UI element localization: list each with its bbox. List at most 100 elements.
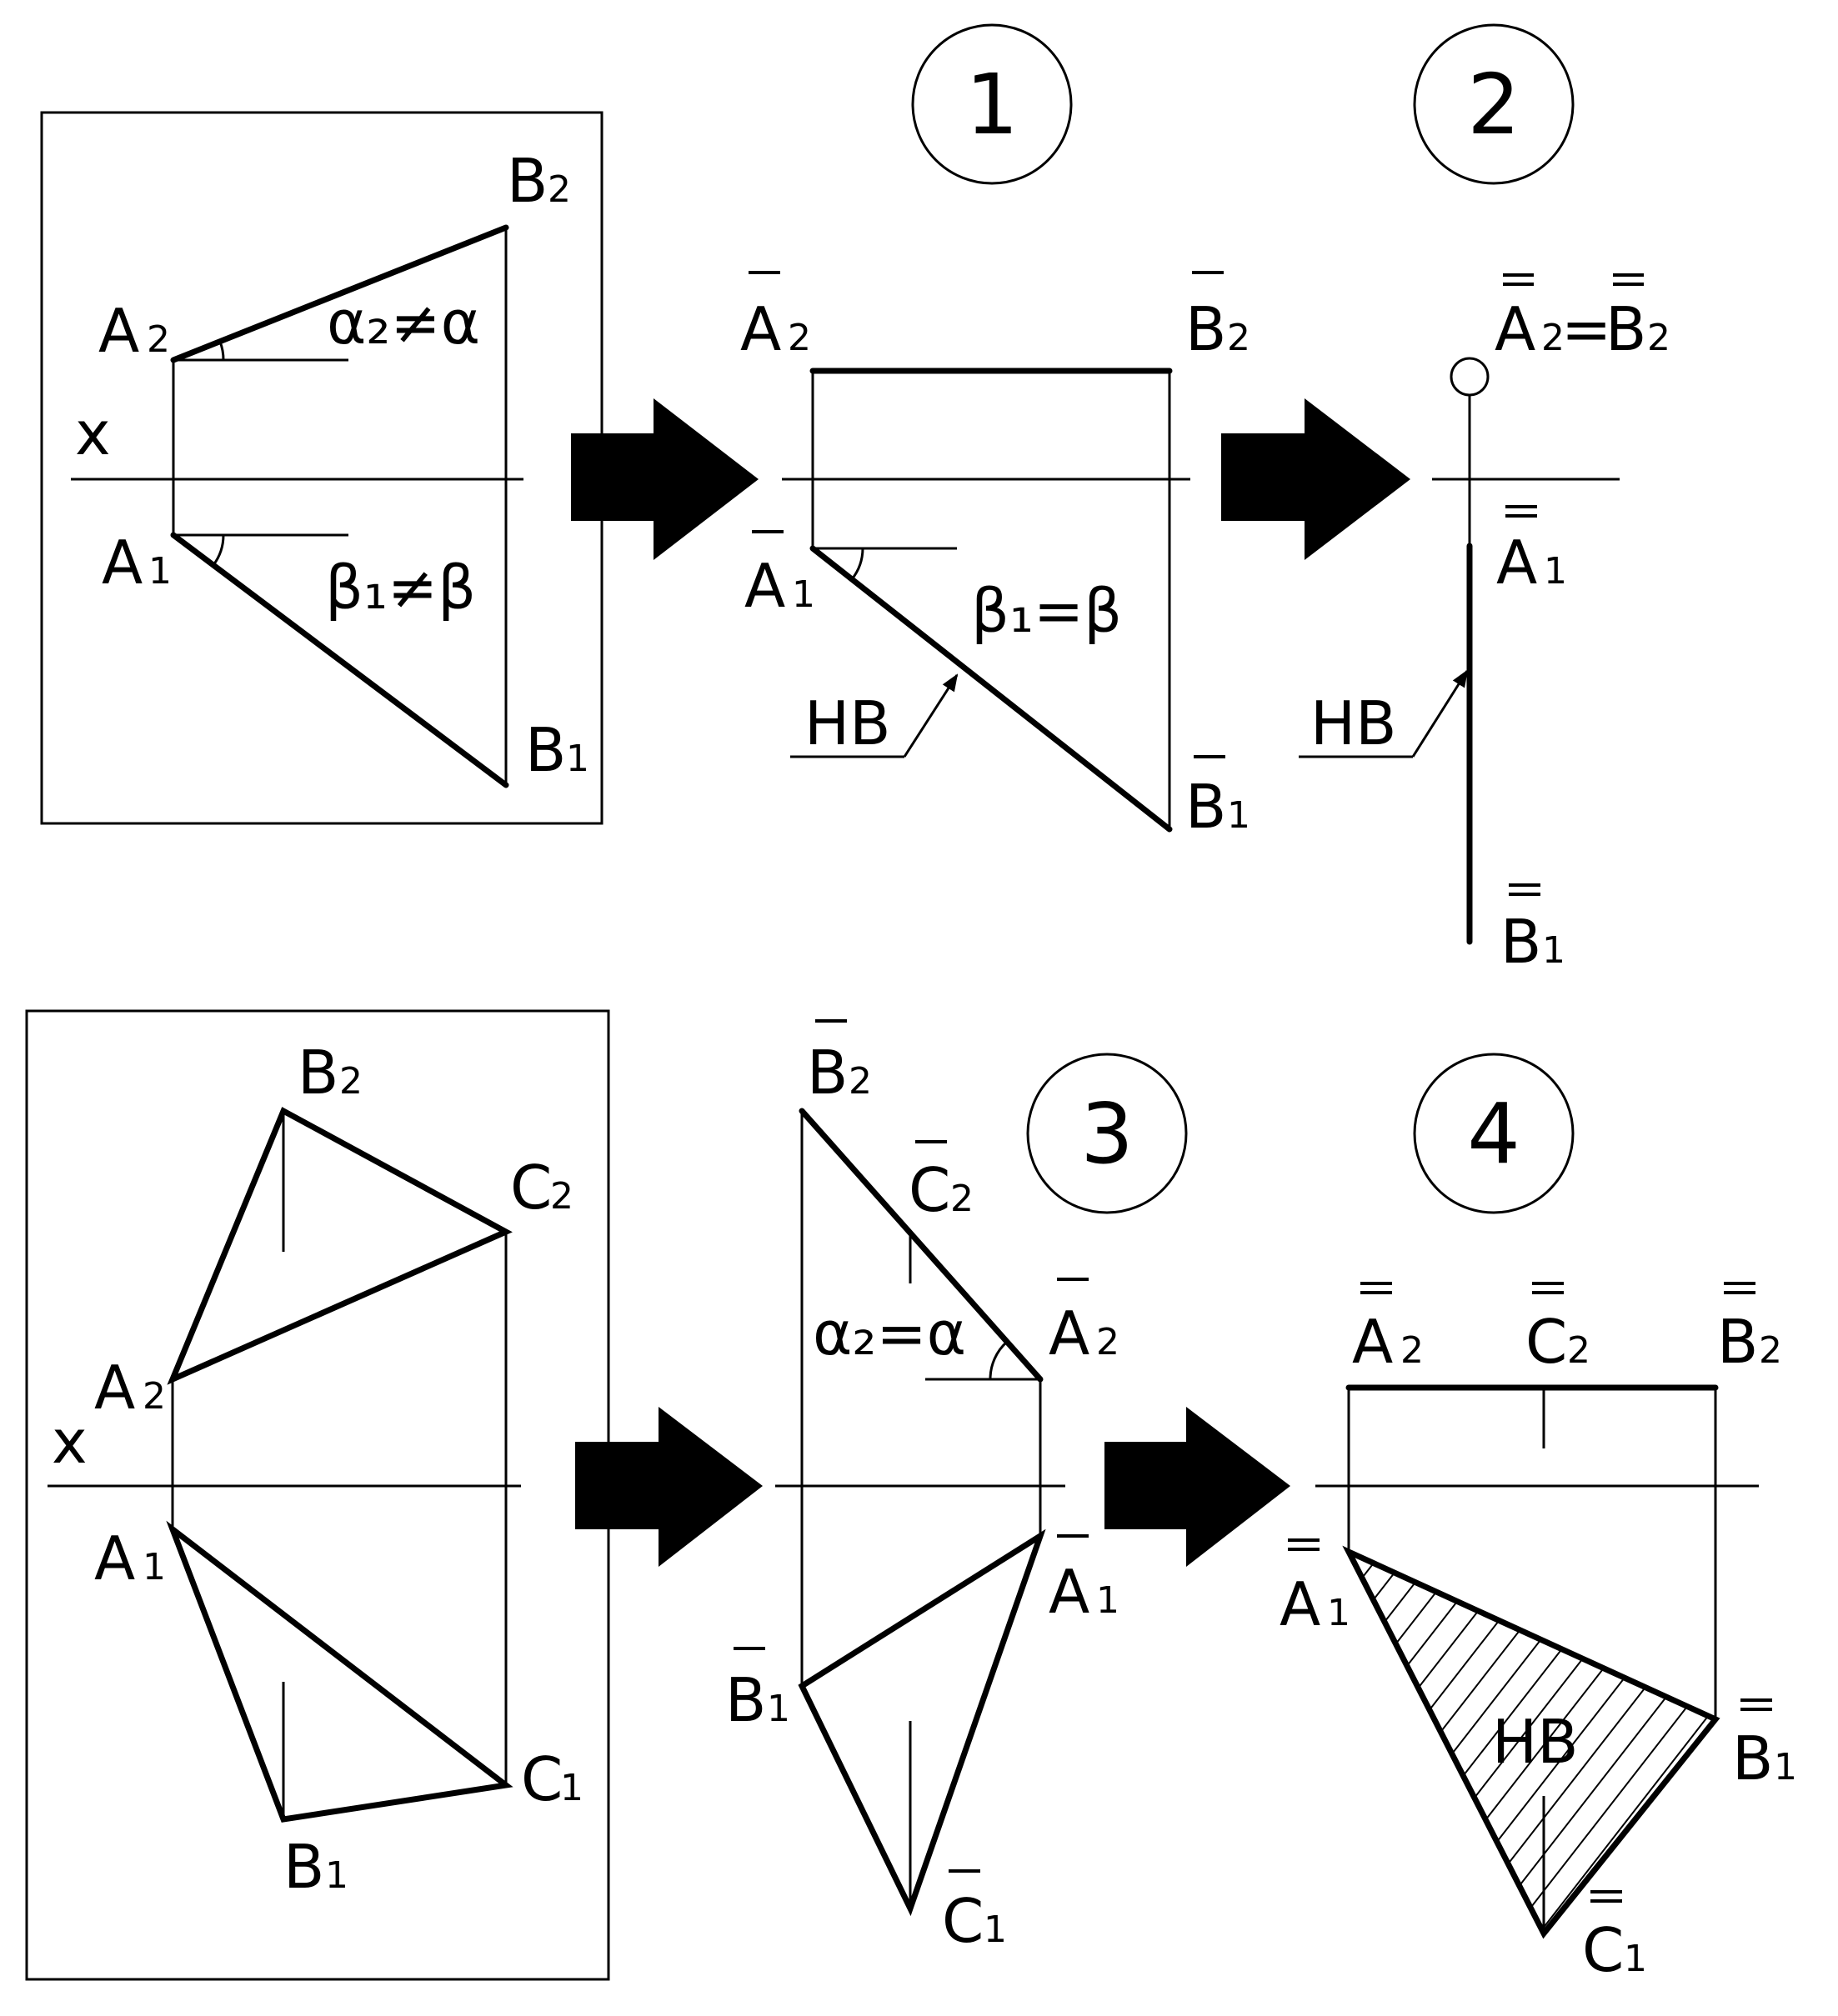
hatch-line — [1486, 1552, 1715, 1933]
svg-text:1: 1 — [767, 1688, 790, 1730]
step-2-circle — [1413, 23, 1575, 185]
label-beta1-eq-beta: β₁=β — [971, 576, 1122, 646]
hatch-line — [1349, 1552, 1703, 1933]
svg-text:2: 2 — [950, 1178, 974, 1220]
svg-text:A: A — [744, 551, 785, 621]
svg-text:2: 2 — [1541, 317, 1565, 359]
svg-text:B: B — [1500, 907, 1541, 977]
triangle-true-size — [1342, 1545, 1720, 1939]
svg-text:2: 2 — [143, 1375, 166, 1418]
label-alpha2-neq-alpha: α₂≠α — [327, 288, 480, 358]
point-a2-b2-coincident — [1450, 357, 1490, 397]
arrow-right-icon — [575, 1407, 763, 1567]
angle-arc-beta1-step-1 — [850, 548, 864, 580]
svg-text:A: A — [94, 1353, 135, 1423]
svg-text:2: 2 — [550, 1175, 573, 1218]
hatch-line — [1349, 1552, 1715, 1933]
svg-text:=: = — [1561, 294, 1611, 364]
svg-text:C: C — [909, 1155, 950, 1225]
segment-b2a2-step-3 — [799, 1108, 1044, 1383]
segment-a1b1-step-1 — [809, 545, 1173, 833]
segment-a2b2 — [170, 224, 509, 363]
label-c2-bottom: C2 — [510, 1153, 573, 1223]
step-1-number: 1 — [965, 56, 1019, 153]
svg-text:C: C — [521, 1744, 563, 1814]
label-hb-step-4: HB — [1492, 1707, 1579, 1777]
angle-arc-alpha2 — [218, 341, 225, 361]
svg-text:1: 1 — [148, 550, 172, 593]
svg-text:B: B — [1732, 1723, 1773, 1793]
svg-text:B: B — [298, 1038, 338, 1108]
svg-text:2: 2 — [1096, 1321, 1119, 1363]
hatch-line — [1458, 1552, 1715, 1933]
angle-arc-beta1 — [212, 534, 225, 566]
step-2-number: 2 — [1467, 56, 1520, 153]
svg-text:A: A — [102, 528, 143, 598]
svg-text:1: 1 — [1327, 1592, 1350, 1634]
svg-text:A: A — [1049, 1298, 1089, 1368]
svg-text:A: A — [1495, 294, 1535, 364]
svg-text:B: B — [725, 1665, 766, 1735]
arrow-right-icon — [1221, 398, 1410, 560]
top-left-frame — [40, 111, 603, 825]
hatch-line — [1349, 1552, 1533, 1933]
svg-text:B: B — [1605, 294, 1646, 364]
arrow-right-icon — [1104, 1407, 1290, 1567]
svg-text:B: B — [525, 715, 566, 785]
step-4-circle — [1413, 1053, 1575, 1214]
svg-text:B: B — [507, 146, 548, 216]
svg-text:C: C — [510, 1153, 552, 1223]
svg-text:2: 2 — [788, 317, 811, 359]
svg-text:1: 1 — [984, 1908, 1007, 1951]
label-hb-step-1: HB — [804, 688, 891, 758]
svg-text:1: 1 — [1544, 550, 1567, 593]
svg-text:2: 2 — [1227, 317, 1250, 359]
hatch-line — [1349, 1552, 1715, 1933]
svg-text:1: 1 — [1227, 794, 1250, 837]
svg-text:1: 1 — [566, 738, 589, 780]
svg-text:2: 2 — [548, 168, 571, 211]
triangle-abc-horizontal-step-3 — [798, 1528, 1046, 1917]
svg-text:1: 1 — [1624, 1938, 1647, 1980]
svg-text:2: 2 — [1567, 1329, 1590, 1372]
label-alpha2-eq-alpha: α₂=α — [813, 1298, 966, 1368]
svg-text:A: A — [1496, 528, 1537, 598]
svg-text:1: 1 — [325, 1854, 348, 1897]
label-hb-step-2: HB — [1310, 688, 1397, 758]
svg-text:A: A — [94, 1523, 135, 1593]
svg-text:A: A — [1352, 1307, 1393, 1377]
hb-leader-arrow-step-1 — [903, 673, 959, 758]
x-axis-label-bottom: x — [52, 1407, 88, 1477]
svg-text:1: 1 — [1774, 1746, 1797, 1788]
hatch-line — [1349, 1552, 1715, 1933]
svg-text:A: A — [1280, 1569, 1320, 1639]
svg-text:A: A — [98, 296, 139, 366]
step-4-number: 4 — [1467, 1085, 1520, 1183]
triangle-abc-horizontal — [166, 1520, 513, 1823]
angle-arc-alpha2-step-3 — [989, 1340, 1009, 1380]
label-c1-bottom: C1 — [521, 1744, 583, 1814]
svg-text:2: 2 — [339, 1060, 363, 1103]
svg-text:C: C — [1525, 1307, 1567, 1377]
svg-text:2: 2 — [849, 1060, 872, 1103]
